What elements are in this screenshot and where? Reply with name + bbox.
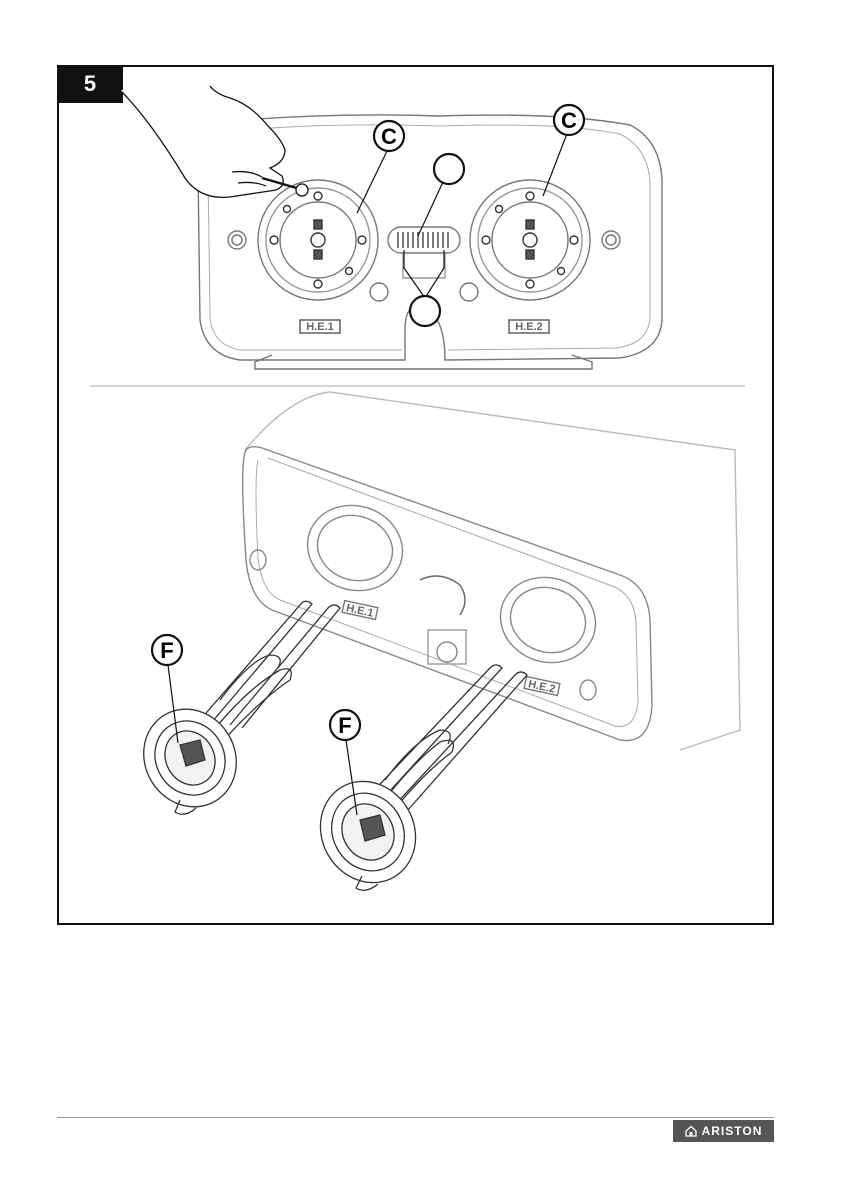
plate-he1-lower: H.E.1 — [345, 602, 374, 619]
plate-he2-lower: H.E.2 — [527, 678, 556, 695]
right-heating-element — [302, 665, 527, 900]
lower-right-flange — [489, 565, 606, 675]
brand-logo: ARISTON — [673, 1120, 774, 1142]
callout-c-left-label: C — [381, 124, 397, 149]
plate-he1: H.E.1 — [306, 321, 334, 333]
callout-empty-top — [434, 154, 464, 184]
right-flange — [470, 180, 590, 300]
callout-f-left-label: F — [160, 638, 173, 663]
left-heating-element — [126, 601, 340, 824]
lower-connector — [420, 576, 465, 615]
hand-illustration — [120, 86, 308, 197]
callout-c-right-label: C — [561, 108, 577, 133]
callout-empty-bottom — [410, 296, 440, 326]
left-fitting — [228, 231, 246, 249]
brand-name: ARISTON — [702, 1124, 763, 1138]
tank-body-top — [245, 392, 740, 750]
bottom-view — [243, 392, 740, 750]
callout-f-right-label: F — [338, 713, 351, 738]
footer-rule — [57, 1117, 774, 1118]
tank-front-face — [243, 447, 652, 741]
connector-housing — [388, 227, 460, 253]
right-fitting — [602, 231, 620, 249]
tank-foot — [255, 355, 592, 369]
left-flange — [258, 180, 378, 300]
lower-left-flange — [296, 493, 413, 603]
plate-he2: H.E.2 — [515, 321, 543, 333]
corrugated-pipe — [398, 232, 448, 248]
house-icon — [685, 1125, 697, 1137]
